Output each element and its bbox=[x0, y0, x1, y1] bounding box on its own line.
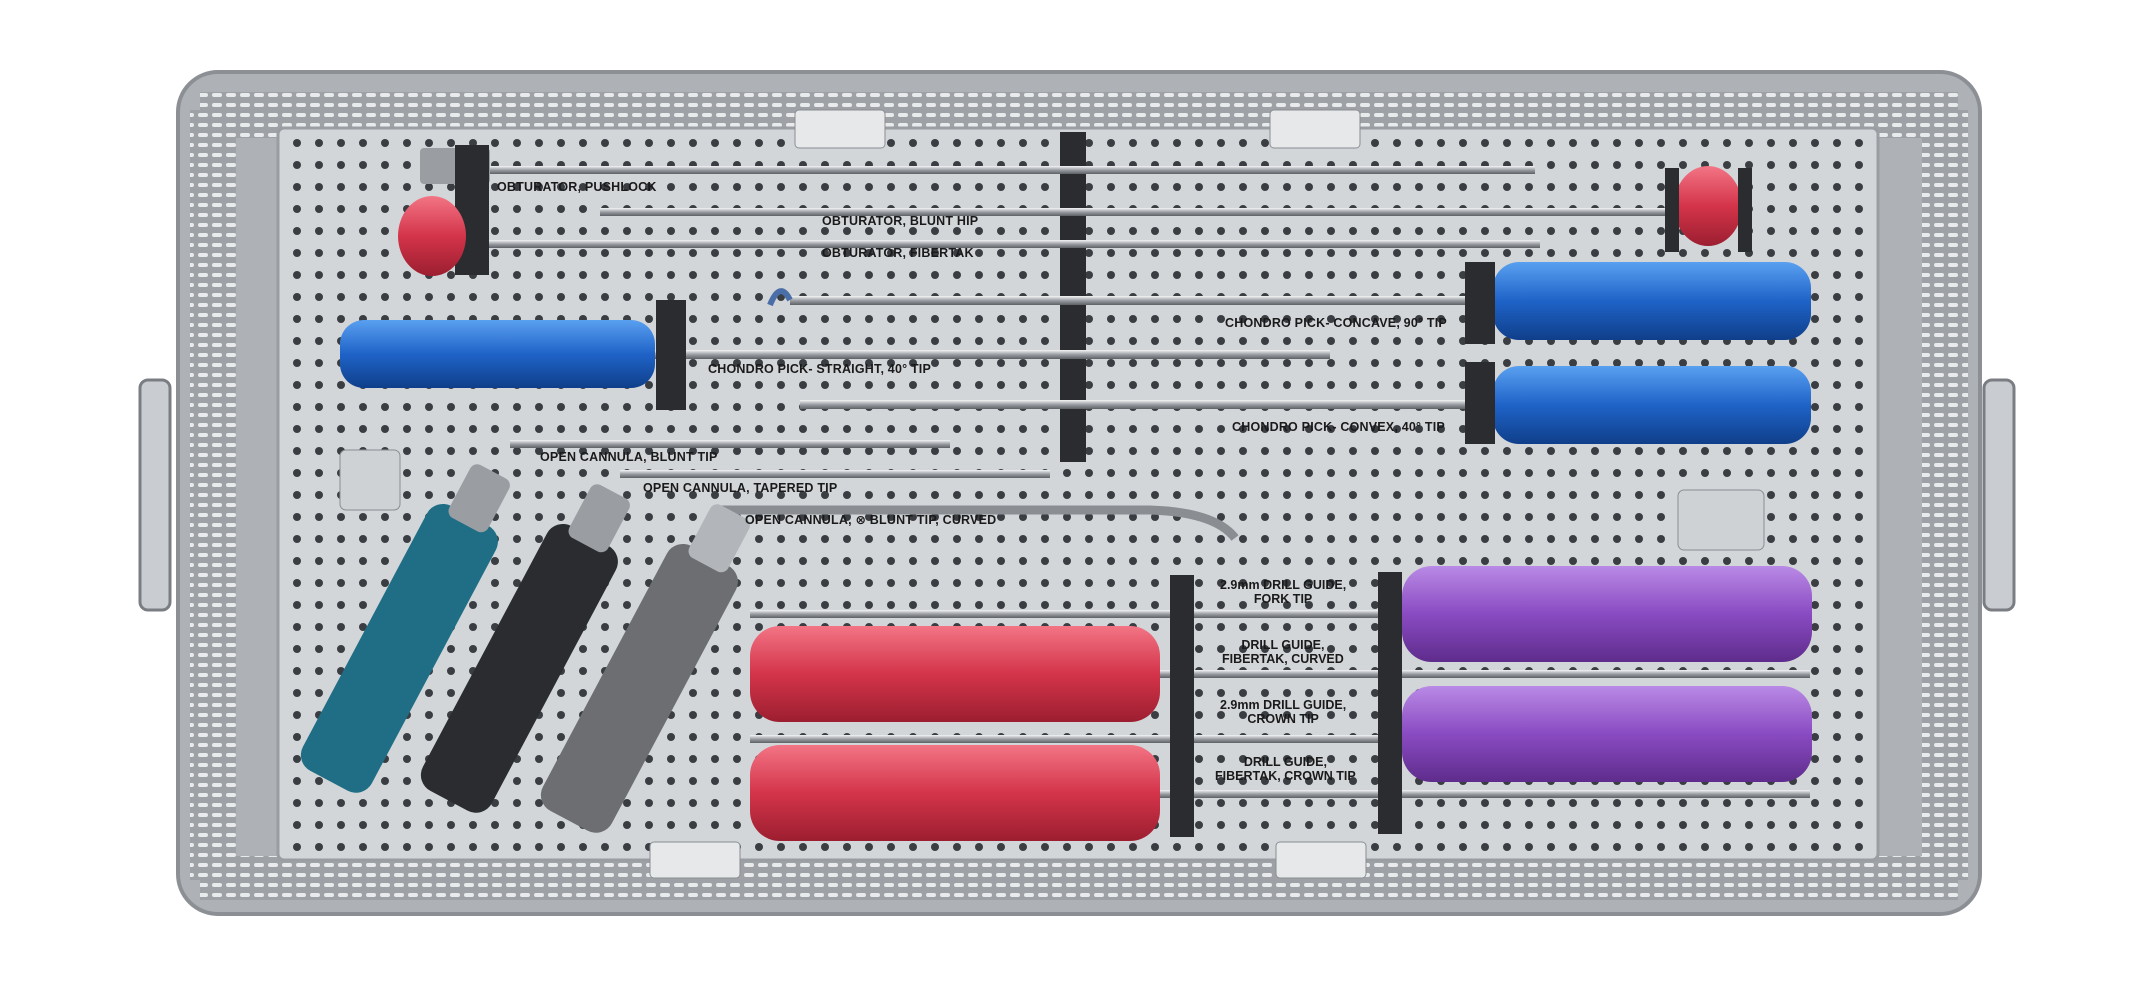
label-drill-crown-line2: CROWN TIP bbox=[1247, 712, 1319, 726]
label-drill-fibertak-curved-line2: FIBERTAK, CURVED bbox=[1222, 652, 1344, 666]
label-drill-crown-line1: 2.9mm DRILL GUIDE, bbox=[1220, 698, 1347, 712]
label-drill-fork: 2.9mm DRILL GUIDE, FORK TIP bbox=[1220, 578, 1346, 606]
label-drill-crown: 2.9mm DRILL GUIDE, CROWN TIP bbox=[1220, 698, 1346, 726]
label-drill-fibertak-crown-line1: DRILL GUIDE, bbox=[1243, 755, 1327, 769]
label-chondro-straight: CHONDRO PICK- STRAIGHT, 40° TIP bbox=[708, 362, 932, 376]
label-drill-fibertak-crown-line2: FIBERTAK, CROWN TIP bbox=[1215, 769, 1356, 783]
label-obturator-fibertak: OBTURATOR, FIBERTAK bbox=[822, 246, 974, 260]
label-drill-fibertak-curved: DRILL GUIDE, FIBERTAK, CURVED bbox=[1222, 638, 1344, 666]
label-obturator-blunt-hip: OBTURATOR, BLUNT HIP bbox=[822, 214, 979, 228]
label-cannula-curved: OPEN CANNULA, ⊗ BLUNT TIP, CURVED bbox=[745, 513, 997, 527]
label-drill-fibertak-curved-line1: DRILL GUIDE, bbox=[1241, 638, 1325, 652]
label-cannula-tapered: OPEN CANNULA, TAPERED TIP bbox=[643, 481, 838, 495]
label-chondro-concave: CHONDRO PICK- CONCAVE, 90° TIP bbox=[1225, 316, 1447, 330]
label-drill-fork-line1: 2.9mm DRILL GUIDE, bbox=[1220, 578, 1347, 592]
label-chondro-convex: CHONDRO PICK- CONVEX, 40° TIP bbox=[1232, 420, 1445, 434]
label-drill-fibertak-crown: DRILL GUIDE, FIBERTAK, CROWN TIP bbox=[1215, 755, 1356, 783]
label-cannula-blunt: OPEN CANNULA, BLUNT TIP bbox=[540, 450, 718, 464]
label-drill-fork-line2: FORK TIP bbox=[1253, 592, 1313, 606]
label-obturator-pushlock: OBTURATOR, PUSHLOCK bbox=[497, 180, 657, 194]
